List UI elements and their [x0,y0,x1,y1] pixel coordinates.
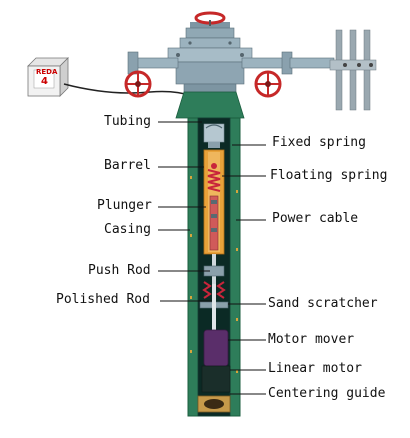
label-casing: Casing [104,222,151,237]
wellhead [127,22,335,93]
label-tubing: Tubing [104,114,151,129]
label-floating-spring: Floating spring [270,168,388,183]
right-valve-handwheel [254,70,282,98]
label-linear-motor: Linear motor [268,361,362,376]
pipe-rack [329,29,377,111]
linear-motor [201,365,231,393]
floating-spring [207,169,221,192]
label-barrel: Barrel [104,158,151,173]
controller-number: 4 [41,76,48,87]
power-cable-surface [63,83,193,97]
controller-brand: REDA [36,68,58,76]
casing-flare [175,91,245,119]
top-valve-handwheel [194,11,226,26]
leader-lines [158,121,266,395]
label-fixed-spring: Fixed spring [272,135,366,150]
left-valve-handwheel [124,70,152,98]
label-power-cable: Power cable [272,211,359,226]
label-plunger: Plunger [97,198,152,213]
controller-box [27,57,69,97]
motor-mover [203,329,229,367]
plunger [209,195,219,251]
centering-guide [197,395,231,413]
label-polished-rod: Polished Rod [56,292,150,307]
label-centering-guide: Centering guide [268,386,386,401]
fixed-spring-fitting [203,123,225,148]
label-sand-scratcher: Sand scratcher [268,296,378,311]
casing-texture [190,176,238,373]
label-motor-mover: Motor mover [268,332,355,347]
label-push-rod: Push Rod [88,263,151,278]
